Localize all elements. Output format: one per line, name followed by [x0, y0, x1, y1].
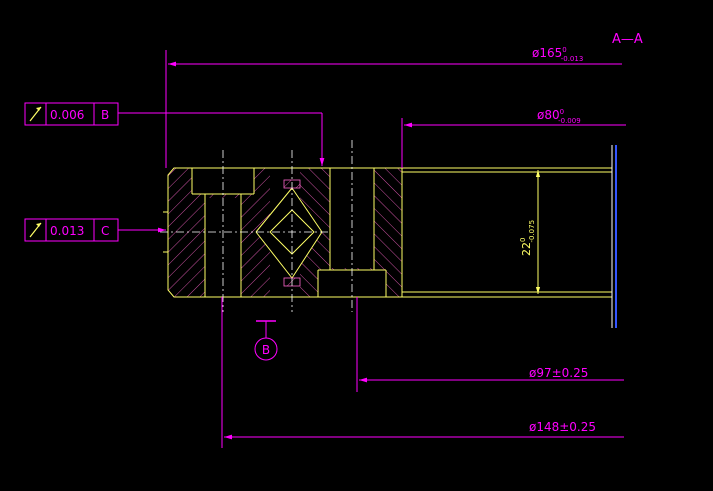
frame-c-datum: C [101, 224, 109, 238]
frame-b-value: 0.006 [50, 108, 84, 122]
d80-base: ø80 [537, 108, 560, 122]
dimension-d148: ø148±0.25 [221, 297, 624, 448]
tolerance-frame-c: 0.013 C [24, 218, 166, 242]
frame-c-value: 0.013 [50, 224, 84, 238]
d80-upper: 0 [560, 108, 564, 116]
datum-b-letter: B [262, 343, 270, 357]
section-label: A—A [612, 32, 643, 47]
runout-arrow-icon [29, 222, 42, 238]
d165-upper: 0 [562, 46, 566, 54]
d165-base: ø165 [532, 46, 562, 60]
svg-text:220-0.075: 220-0.075 [519, 220, 536, 256]
bearing-section [160, 140, 617, 328]
d165-lower: -0.013 [561, 55, 584, 63]
svg-text:ø800-0.009: ø800-0.009 [537, 108, 581, 125]
runout-arrow-icon [29, 106, 42, 122]
d80-lower: -0.009 [558, 117, 581, 125]
dimension-d165: ø1650-0.013 [165, 46, 622, 168]
tolerance-frame-b: 0.006 B [24, 102, 325, 166]
h22-base: 22 [520, 242, 533, 256]
d148-text: ø148±0.25 [529, 420, 596, 434]
h22-upper: 0 [519, 238, 527, 242]
d97-text: ø97±0.25 [529, 366, 588, 380]
dimension-d80: ø800-0.009 [401, 108, 626, 168]
datum-b-symbol: B [254, 320, 278, 361]
dimension-d97: ø97±0.25 [356, 297, 624, 392]
frame-b-datum: B [101, 108, 109, 122]
dimension-h22: 220-0.075 [519, 170, 541, 294]
svg-text:ø1650-0.013: ø1650-0.013 [532, 46, 583, 63]
h22-lower: -0.075 [528, 220, 536, 243]
